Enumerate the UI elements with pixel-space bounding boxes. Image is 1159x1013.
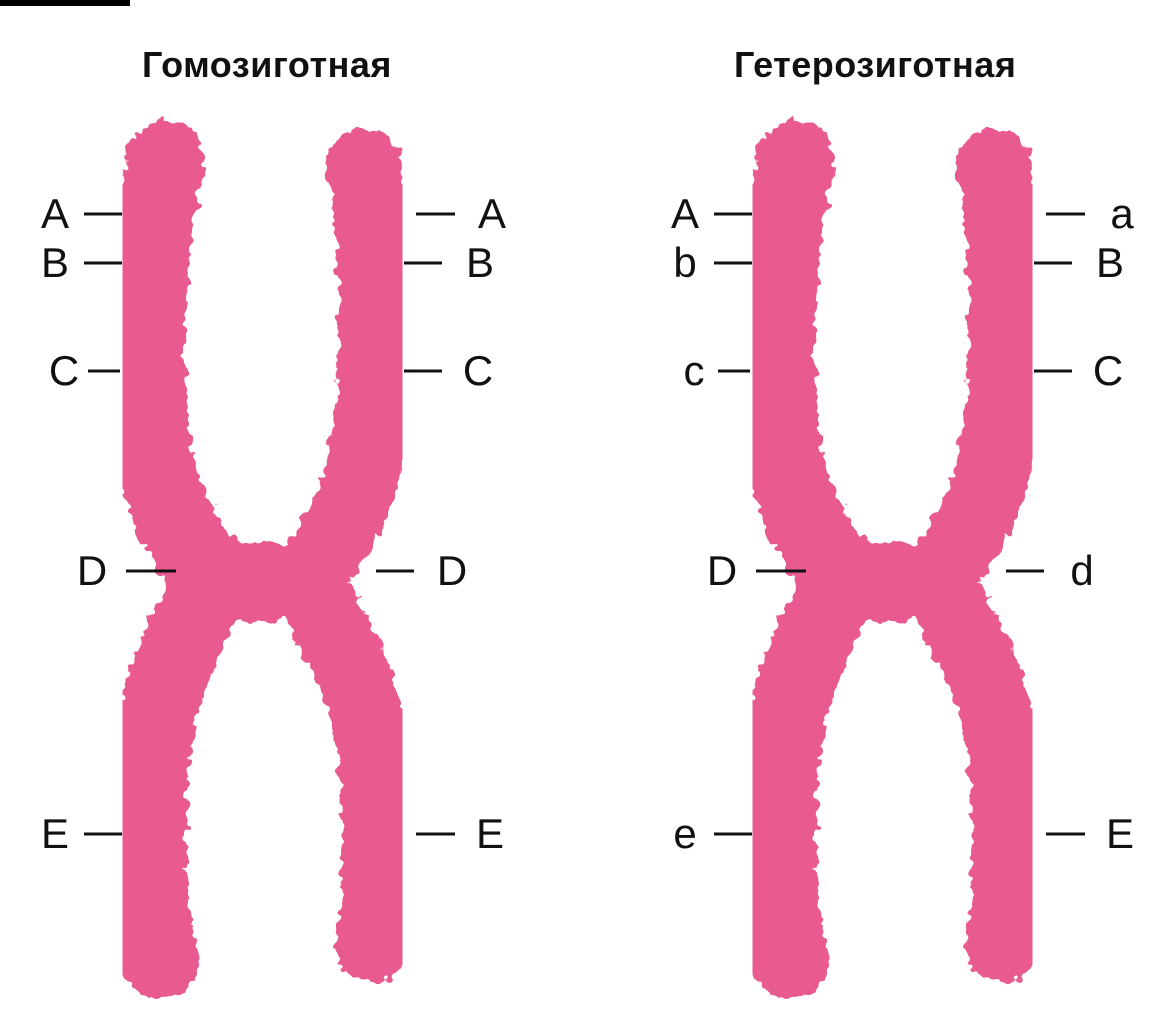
left-allele-label: D xyxy=(77,547,107,594)
right-allele-label: C xyxy=(463,347,493,394)
left-allele-label: c xyxy=(684,347,705,394)
right-allele-label: d xyxy=(1070,547,1093,594)
right-allele-label: C xyxy=(1093,347,1123,394)
right-allele-label: E xyxy=(1106,810,1134,857)
chromosome-body xyxy=(776,160,1009,960)
right-allele-label: E xyxy=(476,810,504,857)
right-allele-label: a xyxy=(1110,190,1134,237)
right-allele-label: A xyxy=(478,190,506,237)
left-allele-label: E xyxy=(41,810,69,857)
left-allele-label: D xyxy=(707,547,737,594)
right-allele-label: B xyxy=(466,239,494,286)
centromere xyxy=(168,542,352,622)
left-allele-label: e xyxy=(673,810,696,857)
left-allele-label: A xyxy=(41,190,69,237)
left-allele-label: A xyxy=(671,190,699,237)
centromere xyxy=(798,542,982,622)
right-allele-label: B xyxy=(1096,239,1124,286)
heterozygous-pair: Ab cDe aB CdE xyxy=(671,160,1134,960)
left-allele-label: C xyxy=(49,347,79,394)
left-allele-label: b xyxy=(673,239,696,286)
chromosome-body xyxy=(146,160,379,960)
left-allele-label: B xyxy=(41,239,69,286)
right-allele-label: D xyxy=(437,547,467,594)
